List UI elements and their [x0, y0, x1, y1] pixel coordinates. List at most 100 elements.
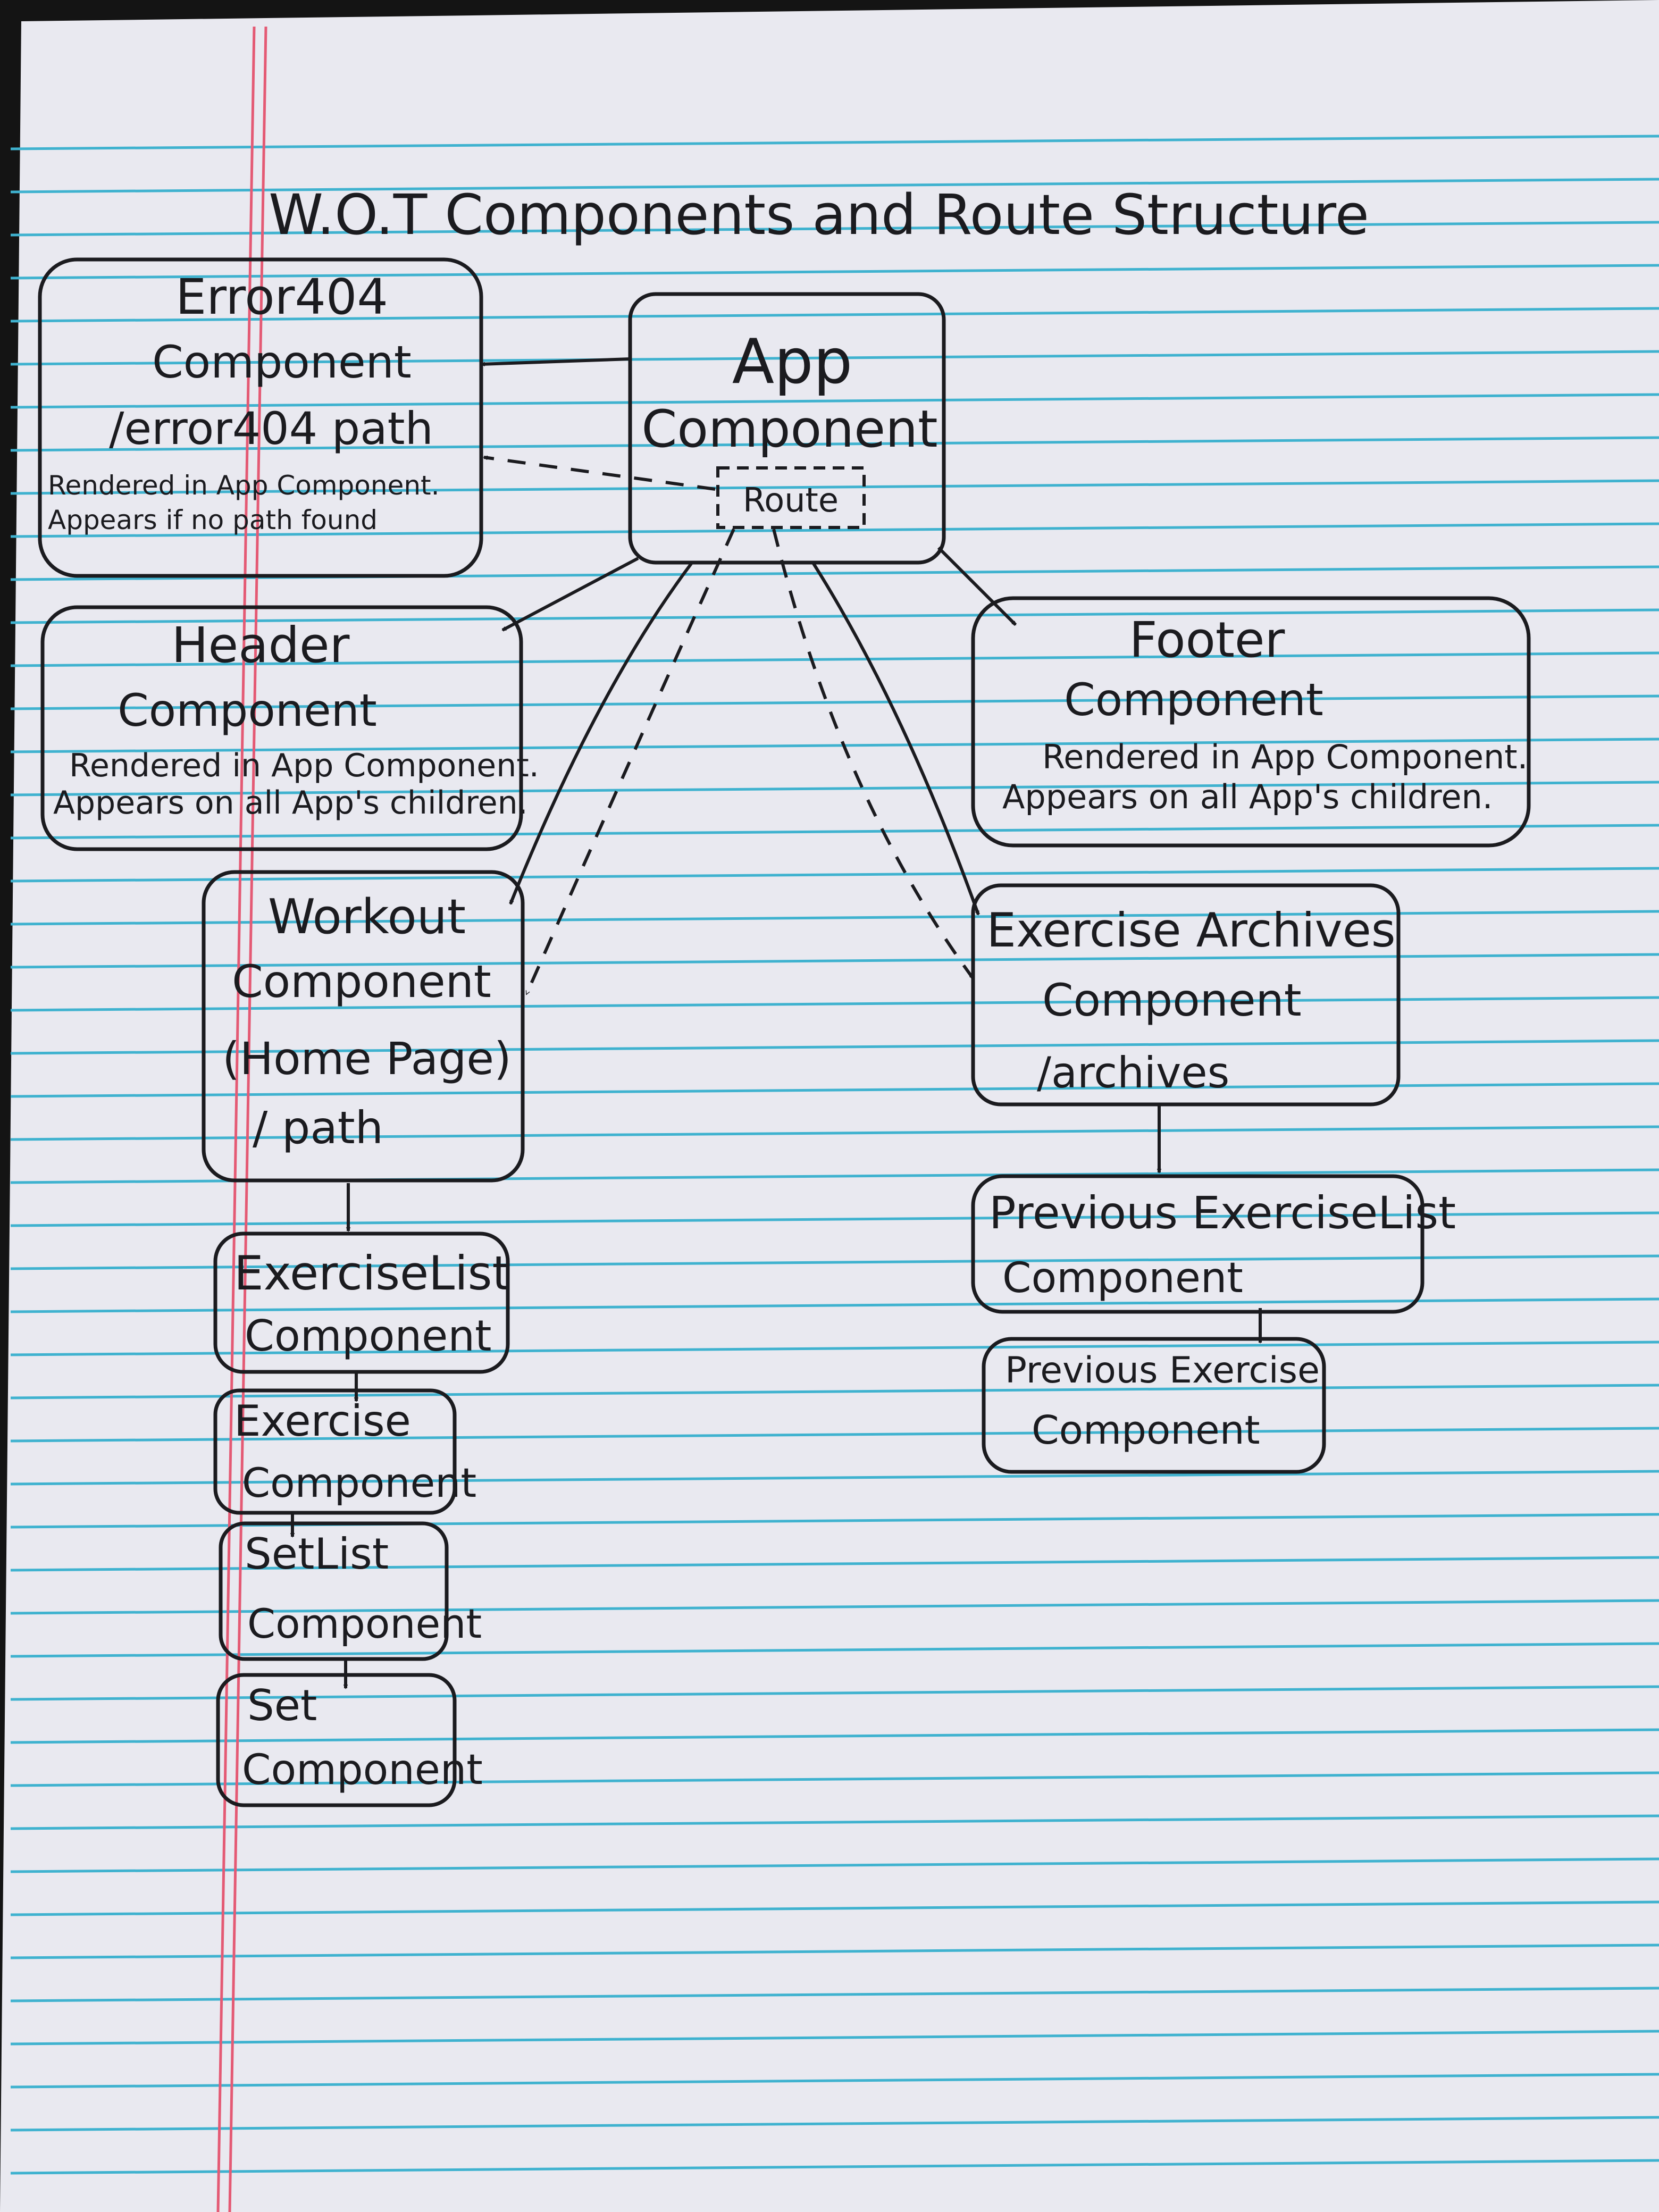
error404-note-1: Rendered in App Component. [48, 470, 440, 501]
set-list-subtitle: Component [247, 1600, 482, 1647]
ruled-line [10, 1427, 1659, 1443]
ruled-line [10, 1728, 1659, 1744]
ruled-line [10, 1297, 1659, 1313]
app-subtitle: Component [641, 399, 937, 459]
header-node: Header Component Rendered in App Compone… [40, 605, 539, 851]
diagram-title: W.O.T Components and Route Structure [269, 182, 1369, 247]
archives-box [971, 883, 1401, 1107]
ruled-line [10, 651, 1659, 667]
archives-subtitle: Component [1042, 974, 1302, 1026]
set-node: Set Component [216, 1673, 483, 1807]
dashed-arrow-route-to-archives [772, 529, 975, 979]
error404-note-2: Appears if no path found [48, 505, 378, 535]
ruled-line [10, 2030, 1659, 2046]
ruled-line [10, 479, 1659, 495]
ruled-line [10, 824, 1659, 840]
ruled-line [10, 393, 1659, 409]
arrow-app-to-workout [509, 563, 693, 904]
exercise-list-title: ExerciseList [234, 1246, 510, 1301]
error404-subtitle: Component [152, 336, 412, 388]
arrow-app-to-header [502, 557, 639, 632]
ruled-line [10, 1254, 1659, 1270]
header-note-2: Appears on all App's children. [53, 784, 528, 822]
ruled-line [10, 1943, 1659, 1959]
previous-exercise-list-box [971, 1174, 1425, 1314]
ruled-line [10, 522, 1659, 538]
ruled-line [10, 350, 1659, 366]
exercise-node: Exercise Component [213, 1388, 476, 1515]
workout-title: Workout [268, 889, 466, 945]
header-note-1: Rendered in App Component. [69, 747, 539, 784]
ruled-line [10, 1470, 1659, 1486]
previous-exercise-title: Previous Exercise [1005, 1350, 1320, 1392]
ruled-line [10, 1642, 1659, 1658]
footer-note-1: Rendered in App Component. [1042, 738, 1528, 776]
app-box [628, 292, 946, 565]
exercise-title: Exercise [234, 1396, 411, 1446]
ruled-line [10, 1814, 1659, 1830]
solid-arrows [292, 357, 1260, 1688]
ruled-line [10, 2159, 1659, 2175]
route-box [716, 466, 866, 529]
ruled-line [10, 2116, 1659, 2132]
ruled-line [10, 953, 1659, 969]
footer-title: Footer [1129, 611, 1285, 668]
ruled-line [10, 1685, 1659, 1701]
footer-node: Footer Component Rendered in App Compone… [971, 596, 1531, 848]
set-title: Set [247, 1681, 317, 1730]
ruled-line [10, 178, 1659, 194]
dashed-arrow-route-to-error404 [484, 457, 716, 491]
exercise-subtitle: Component [242, 1459, 476, 1506]
error404-box [38, 257, 483, 578]
previous-exercise-list-title: Previous ExerciseList [989, 1187, 1456, 1239]
ruled-line [10, 1599, 1659, 1615]
archives-title: Exercise Archives [986, 903, 1395, 958]
footer-box [971, 596, 1531, 848]
header-subtitle: Component [118, 684, 377, 736]
exercise-list-node: ExerciseList Component [213, 1231, 510, 1374]
ruled-line [10, 1340, 1659, 1356]
exercise-list-subtitle: Component [245, 1311, 491, 1361]
previous-exercise-list-subtitle: Component [1002, 1254, 1243, 1302]
ruled-lines [10, 135, 1659, 2175]
app-node: App Component Route [628, 292, 946, 565]
workout-path: / path [253, 1102, 383, 1154]
error404-node: Error404 Component /error404 path Render… [38, 257, 483, 578]
workout-node: Workout Component (Home Page) / path [202, 870, 525, 1183]
header-box [40, 605, 523, 851]
header-title: Header [172, 617, 350, 674]
ruled-line [10, 2073, 1659, 2089]
ruled-line [10, 436, 1659, 452]
route-label: Route [743, 481, 839, 520]
ruled-line [10, 307, 1659, 323]
ruled-line [10, 135, 1659, 150]
ruled-line [10, 1987, 1659, 2002]
previous-exercise-box [982, 1337, 1326, 1474]
set-list-box [219, 1521, 449, 1661]
ruled-line [10, 1211, 1659, 1227]
ruled-line [10, 1771, 1659, 1787]
workout-homepage: (Home Page) [222, 1033, 512, 1085]
footer-note-2: Appears on all App's children. [1002, 777, 1493, 816]
arrow-app-to-footer [937, 546, 1017, 626]
archives-path: /archives [1037, 1048, 1229, 1097]
footer-subtitle: Component [1064, 674, 1323, 726]
ruled-line [10, 1082, 1659, 1098]
exercise-box [213, 1388, 457, 1515]
ruled-line [10, 996, 1659, 1012]
exercise-list-box [213, 1231, 510, 1374]
set-list-title: SetList [245, 1529, 389, 1579]
dashed-arrows [484, 457, 975, 994]
ruled-line [10, 608, 1659, 624]
app-title: App [732, 326, 853, 398]
margin-line [216, 26, 256, 2212]
dashed-arrow-route-to-workout [525, 528, 735, 994]
previous-exercise-subtitle: Component [1032, 1407, 1260, 1453]
archives-node: Exercise Archives Component /archives [971, 883, 1401, 1107]
error404-title: Error404 [175, 269, 388, 325]
ruled-line [10, 221, 1659, 237]
ruled-line [10, 1384, 1659, 1400]
ruled-line [10, 1857, 1659, 1873]
arrow-app-to-archives [812, 563, 980, 915]
